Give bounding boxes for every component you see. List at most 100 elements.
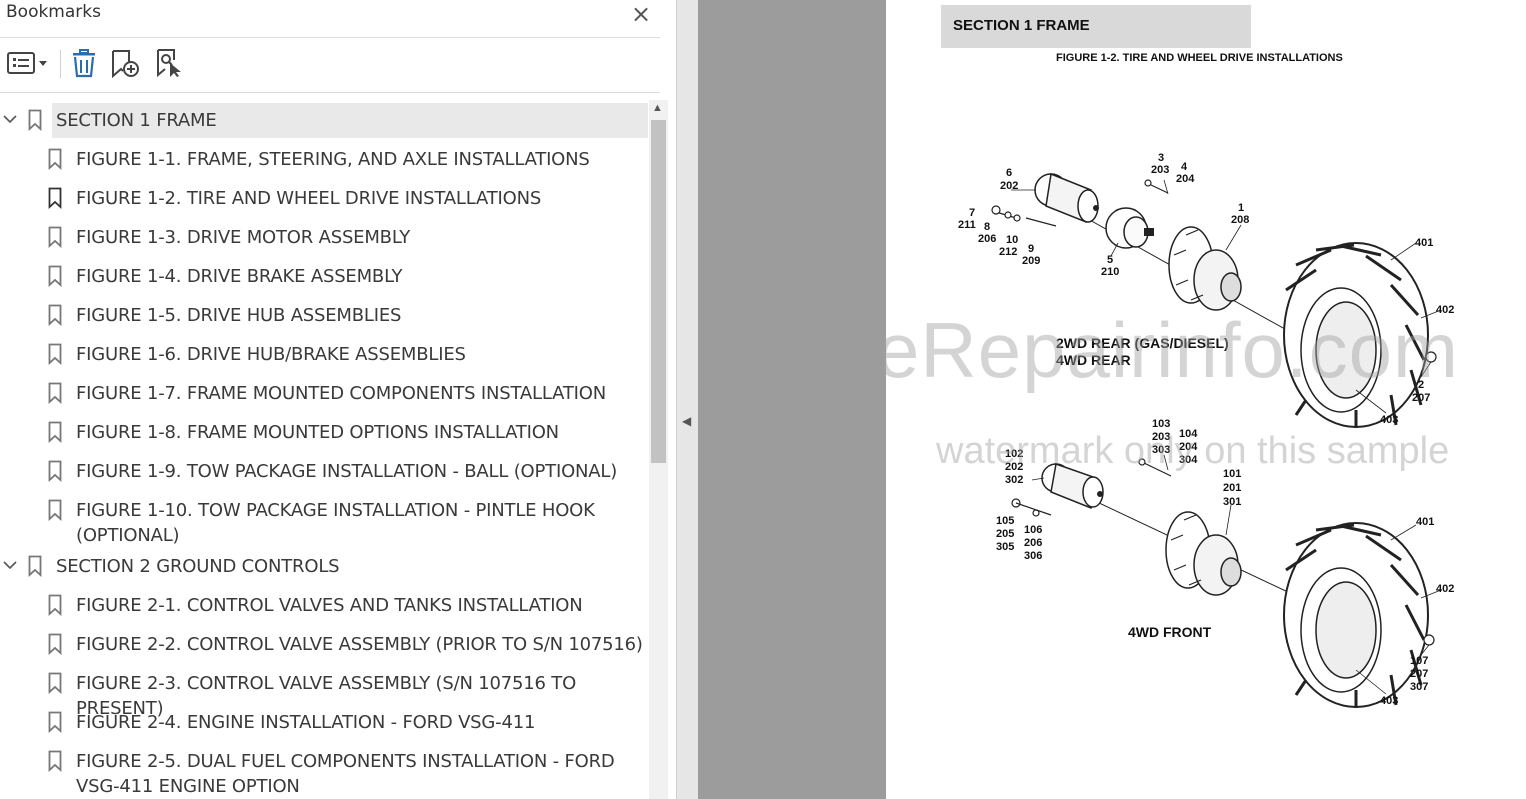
- rear-callout: 402: [1436, 304, 1454, 316]
- close-icon[interactable]: ×: [631, 0, 652, 28]
- bookmark-label: SECTION 2 GROUND CONTROLS: [56, 556, 340, 577]
- panel-title: Bookmarks: [6, 2, 101, 22]
- rear-callout: 7: [969, 207, 975, 219]
- bookmarks-panel: Bookmarks ×: [0, 0, 676, 799]
- rear-brake: [1105, 207, 1154, 249]
- bookmark-label: FIGURE 2-1. CONTROL VALVES AND TANKS INS…: [76, 595, 583, 616]
- bookmark-label: FIGURE 1-4. DRIVE BRAKE ASSEMBLY: [76, 266, 403, 287]
- bookmark-label-continued: VSG-411 ENGINE OPTION: [76, 776, 300, 797]
- rear-callout: 5: [1107, 254, 1113, 266]
- rear-callout: 211: [958, 219, 976, 231]
- rear-callout: 202: [1000, 180, 1018, 192]
- document-background: [698, 0, 886, 799]
- bookmark-icon: [28, 109, 42, 132]
- bookmark-icon: [48, 304, 62, 327]
- bookmark-item[interactable]: FIGURE 1-6. DRIVE HUB/BRAKE ASSEMBLIES: [0, 337, 648, 372]
- bookmark-item[interactable]: FIGURE 2-4. ENGINE INSTALLATION - FORD V…: [0, 705, 648, 740]
- rear-callout: 10: [1006, 234, 1018, 246]
- front-callout: 106: [1024, 524, 1042, 536]
- divider: [0, 92, 660, 93]
- add-bookmark-icon[interactable]: [110, 48, 142, 79]
- bookmark-icon: [48, 382, 62, 405]
- bookmark-label: FIGURE 2-5. DUAL FUEL COMPONENTS INSTALL…: [76, 751, 615, 772]
- rear-callout: 206: [978, 233, 996, 245]
- rear-callout: 2: [1418, 379, 1424, 391]
- bookmark-item[interactable]: FIGURE 1-3. DRIVE MOTOR ASSEMBLY: [0, 220, 648, 255]
- rear-callout: 4: [1181, 161, 1188, 173]
- rear-callout: 204: [1176, 173, 1195, 185]
- bookmark-label: FIGURE 1-7. FRAME MOUNTED COMPONENTS INS…: [76, 383, 606, 404]
- bookmark-item[interactable]: FIGURE 2-2. CONTROL VALVE ASSEMBLY (PRIO…: [0, 627, 648, 662]
- rear-callout: 1: [1238, 202, 1244, 214]
- bookmark-item[interactable]: FIGURE 1-2. TIRE AND WHEEL DRIVE INSTALL…: [0, 181, 648, 216]
- bookmark-section[interactable]: SECTION 1 FRAME: [0, 103, 648, 138]
- options-menu-icon[interactable]: [6, 48, 50, 78]
- rear-callout: 207: [1412, 392, 1430, 404]
- bookmark-label: SECTION 1 FRAME: [56, 110, 217, 131]
- bookmark-icon: [48, 711, 62, 734]
- bookmark-label: FIGURE 1-8. FRAME MOUNTED OPTIONS INSTAL…: [76, 422, 559, 443]
- chevron-down-icon[interactable]: [2, 557, 18, 573]
- bookmark-label: FIGURE 1-3. DRIVE MOTOR ASSEMBLY: [76, 227, 411, 248]
- toolbar-divider: [60, 50, 61, 78]
- bookmark-icon: [28, 555, 42, 578]
- delete-bookmark-icon[interactable]: [70, 48, 98, 78]
- section-header-box: SECTION 1 FRAME: [941, 5, 1251, 48]
- scroll-up-icon[interactable]: ▲: [652, 102, 663, 114]
- front-callout: 203: [1152, 431, 1170, 443]
- front-callout: 107: [1410, 655, 1428, 667]
- bookmark-item[interactable]: FIGURE 1-1. FRAME, STEERING, AND AXLE IN…: [0, 142, 648, 177]
- front-callout: 202: [1005, 461, 1023, 473]
- tree-scrollbar[interactable]: ▲: [649, 100, 668, 799]
- bookmark-item[interactable]: FIGURE 1-8. FRAME MOUNTED OPTIONS INSTAL…: [0, 415, 648, 450]
- bookmark-icon: [48, 750, 62, 773]
- front-callout: 303: [1152, 444, 1170, 456]
- bookmark-tree: SECTION 1 FRAME FIGURE 1-1. FRAME, STEERI…: [0, 100, 648, 799]
- front-assembly: 103 203 303 104 204 304 102 202 302 101 …: [996, 418, 1454, 708]
- watermark-main: eRepairinfo.com: [876, 306, 1459, 394]
- bookmark-label: FIGURE 2-4. ENGINE INSTALLATION - FORD V…: [76, 712, 536, 733]
- rear-assembly: 6 202 3 203 4 204 1 208 7 211 8 206 10 2…: [958, 152, 1454, 428]
- bookmark-icon: [48, 148, 62, 171]
- find-current-bookmark-icon[interactable]: [155, 48, 185, 78]
- bookmark-item[interactable]: FIGURE 2-1. CONTROL VALVES AND TANKS INS…: [0, 588, 648, 623]
- bookmark-label: FIGURE 1-5. DRIVE HUB ASSEMBLIES: [76, 305, 402, 326]
- rear-callout: 203: [1151, 164, 1169, 176]
- bookmark-label: FIGURE 2-2. CONTROL VALVE ASSEMBLY (PRIO…: [76, 634, 643, 655]
- section-header: SECTION 1 FRAME: [953, 17, 1090, 34]
- bookmark-label: FIGURE 1-9. TOW PACKAGE INSTALLATION - B…: [76, 461, 618, 482]
- rear-callout: 212: [999, 246, 1017, 258]
- front-callout: 403: [1380, 695, 1398, 707]
- rear-callout: 9: [1028, 243, 1034, 255]
- front-callout: 201: [1223, 482, 1241, 494]
- bookmark-icon: [48, 343, 62, 366]
- front-caption: 4WD FRONT: [1128, 624, 1212, 640]
- front-tire: [1283, 522, 1429, 708]
- bookmark-item[interactable]: FIGURE 2-3. CONTROL VALVE ASSEMBLY (S/N …: [0, 666, 648, 719]
- bookmark-section[interactable]: SECTION 2 GROUND CONTROLS: [0, 549, 648, 584]
- rear-hub: [1168, 226, 1242, 311]
- front-callout: 101: [1223, 468, 1241, 480]
- collapse-panel-icon[interactable]: ◀: [682, 414, 692, 428]
- front-callout: 307: [1410, 681, 1428, 693]
- rear-caption-1: 2WD REAR (GAS/DIESEL): [1056, 335, 1229, 351]
- bookmark-icon: [48, 633, 62, 656]
- bookmark-item[interactable]: FIGURE 1-10. TOW PACKAGE INSTALLATION - …: [0, 493, 648, 546]
- panel-splitter[interactable]: ◀: [676, 0, 699, 799]
- chevron-down-icon[interactable]: [2, 111, 18, 127]
- bookmark-item[interactable]: FIGURE 1-7. FRAME MOUNTED COMPONENTS INS…: [0, 376, 648, 411]
- bookmark-item[interactable]: FIGURE 2-5. DUAL FUEL COMPONENTS INSTALL…: [0, 744, 648, 797]
- bookmark-label: FIGURE 1-10. TOW PACKAGE INSTALLATION - …: [76, 500, 595, 521]
- watermark-sub: watermark only on this sample: [936, 430, 1450, 472]
- bookmark-item[interactable]: FIGURE 1-9. TOW PACKAGE INSTALLATION - B…: [0, 454, 648, 489]
- front-callout: 103: [1152, 418, 1170, 430]
- bookmark-item[interactable]: FIGURE 1-5. DRIVE HUB ASSEMBLIES: [0, 298, 648, 333]
- bookmark-item[interactable]: FIGURE 1-4. DRIVE BRAKE ASSEMBLY: [0, 259, 648, 294]
- rear-callout: 208: [1231, 214, 1249, 226]
- front-callout: 206: [1024, 537, 1042, 549]
- bookmark-label: FIGURE 1-1. FRAME, STEERING, AND AXLE IN…: [76, 149, 590, 170]
- front-callout: 205: [996, 528, 1014, 540]
- scrollbar-thumb[interactable]: [651, 120, 666, 463]
- rear-drive-motor: [1034, 172, 1099, 224]
- rear-fasteners: [991, 179, 1437, 363]
